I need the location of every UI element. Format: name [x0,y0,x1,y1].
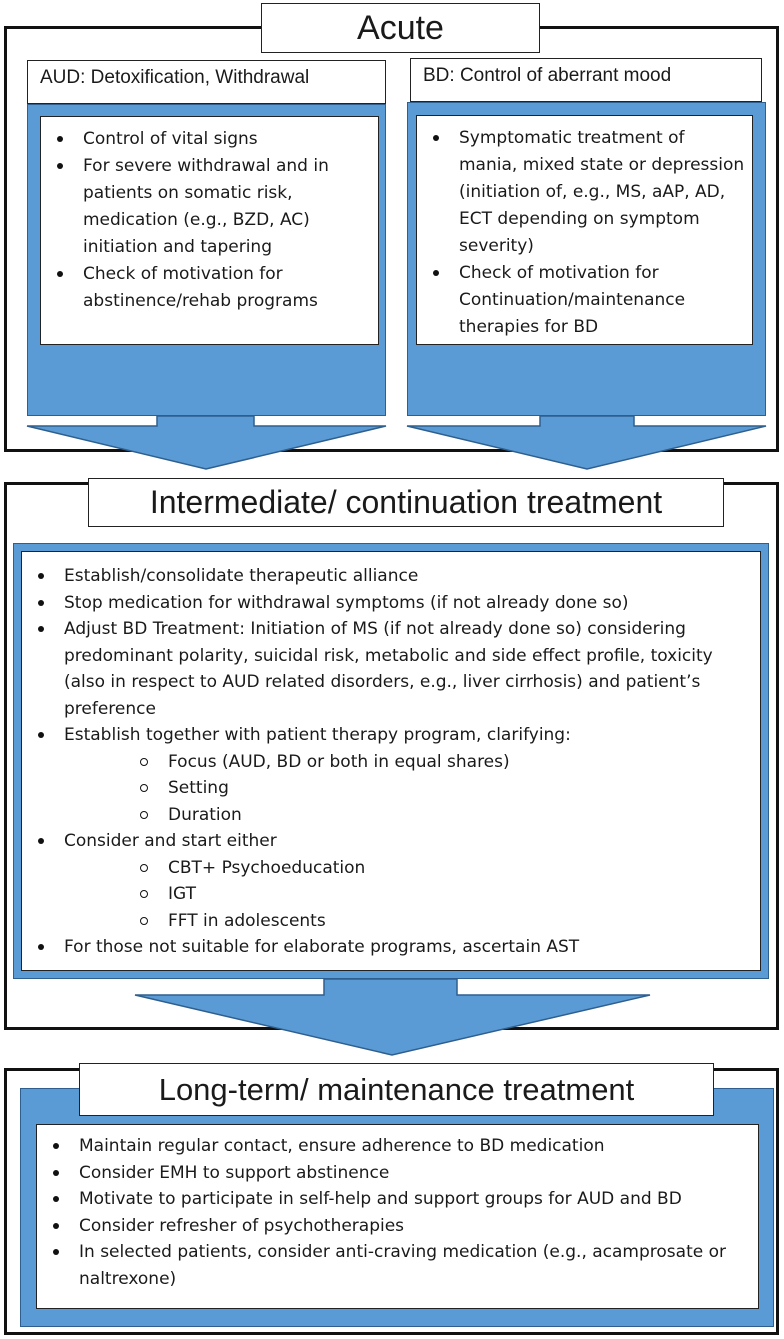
longterm-bullet: Consider refresher of psychotherapies [37,1213,746,1240]
longterm-title-text: Long-term/ maintenance treatment [158,1071,635,1107]
intermediate-bullet: For those not suitable for elaborate pro… [22,934,748,961]
intermediate-bullet: Adjust BD Treatment: Initiation of MS (i… [22,616,748,722]
intermediate-sub-bullet: Duration [22,802,748,829]
intermediate-content-box: Establish/consolidate therapeutic allian… [21,551,761,971]
intermediate-bullet: Stop medication for withdrawal symptoms … [22,590,748,617]
acute-title: Acute [261,3,540,53]
intermediate-sub-bullet: Setting [22,775,748,802]
longterm-bullet: Motivate to participate in self-help and… [37,1186,746,1213]
bd-heading: BD: Control of aberrant mood [410,58,762,102]
intermediate-bullet: Establish together with patient therapy … [22,722,748,749]
bd-content-box: Symptomatic treatment of mania, mixed st… [416,115,753,345]
intermediate-sub-bullet: Focus (AUD, BD or both in equal shares) [22,749,748,776]
longterm-content-box: Maintain regular contact, ensure adheren… [36,1124,759,1309]
intermediate-sub-bullet: CBT+ Psychoeducation [22,855,748,882]
intermediate-bullet: Consider and start either [22,828,748,855]
intermediate-title: Intermediate/ continuation treatment [88,478,724,527]
longterm-bullet: In selected patients, consider anti-crav… [37,1239,746,1292]
intermediate-down-arrow [134,978,651,1056]
aud-bullet: For severe withdrawal and in patients on… [41,153,370,261]
acute-title-text: Acute [357,8,444,47]
aud-content-box: Control of vital signs For severe withdr… [40,116,379,345]
intermediate-bullet: Establish/consolidate therapeutic allian… [22,563,748,590]
aud-bullet: Check of motivation for abstinence/rehab… [41,261,370,315]
bd-bullet: Check of motivation for Continuation/mai… [417,260,746,341]
bd-down-arrow [406,415,767,470]
bd-bullet: Symptomatic treatment of mania, mixed st… [417,125,746,260]
intermediate-title-text: Intermediate/ continuation treatment [149,484,663,520]
intermediate-sub-bullet: IGT [22,881,748,908]
longterm-bullet: Consider EMH to support abstinence [37,1160,746,1187]
intermediate-sub-bullet: FFT in adolescents [22,908,748,935]
aud-bullet: Control of vital signs [41,126,370,153]
longterm-bullet: Maintain regular contact, ensure adheren… [37,1133,746,1160]
aud-down-arrow [26,415,387,470]
aud-heading: AUD: Detoxification, Withdrawal [27,60,386,104]
longterm-title: Long-term/ maintenance treatment [79,1063,714,1116]
